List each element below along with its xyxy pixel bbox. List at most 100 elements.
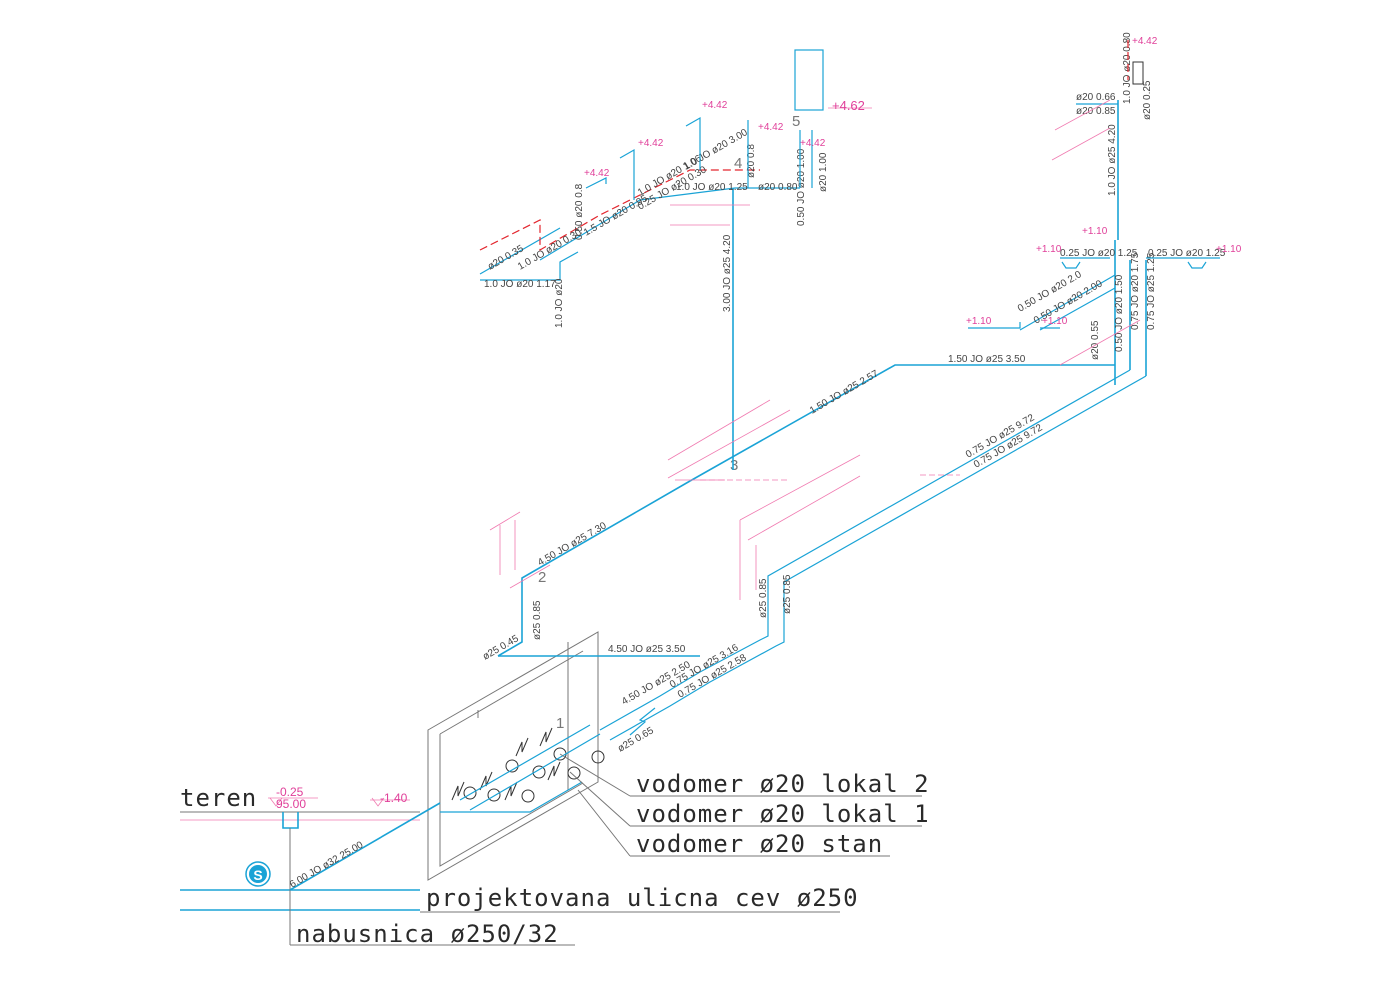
source-symbol-fill [249,865,267,883]
right-branch [1019,274,1116,331]
right-taps [968,322,1060,329]
pipe-parallel-2 [609,375,1147,741]
seg-025-085-c: ø25 0.85 [782,574,793,614]
seg-050-120: 0.50 JO ø20 1.00 [796,148,807,226]
leader-stan [577,789,631,857]
meter-valves [451,727,561,801]
meter-leaders: vodomer ø20 lokal 2 vodomer ø20 lokal 1 … [559,753,930,858]
elev-110-a: +1.10 [1036,244,1062,255]
seg-075-175: 0.75 JO ø20 1.75 [1130,252,1141,330]
pipe-to-3 [689,364,1115,482]
seg-020-066: ø20 0.66 [1076,92,1116,103]
seg-450-730: 4.50 JO ø25 7.30 [536,520,609,568]
left-fixtures: 1.0 JO ø20 1.17 ø20 0.35 1.0 JO ø20 1.0 … [479,49,872,328]
meter-outgoing [459,724,601,811]
seg-150-350: 1.50 JO ø25 3.50 [948,354,1026,365]
elev-110-e: +1.10 [1042,316,1068,327]
elev-442-a: +4.42 [584,168,610,179]
meter-lokal1-label: vodomer ø20 lokal 1 [636,800,930,828]
elevation-triangle [269,797,283,807]
elev-462: +4.62 [832,98,865,113]
basin-symbols [1061,261,1207,269]
leader-lokal1 [569,771,631,827]
seg-025-125a: 0.25 JO ø20 1.25 [1060,248,1138,259]
elev-442-d: +4.42 [758,122,784,133]
right-fixtures: 0.50 JO ø20 2.0 0.50 JO ø20 2.00 0.25 JO… [966,32,1242,331]
meter-symbol [463,786,477,800]
elev-442-c: +4.42 [702,100,728,111]
seg-150-257: 1.50 JO ø25 2.57 [808,368,881,416]
elev-442-b: +4.42 [638,138,664,149]
seg-10-117: 1.0 JO ø20 1.17 [484,279,556,290]
left-upper-pipes [479,187,800,281]
tapping-label: nabusnica ø250/32 [296,920,559,948]
meter-assembly [440,724,605,813]
seg-10-020: 1.0 JO ø20 [554,278,565,328]
shaft-outer [427,631,599,881]
meter-symbol [532,765,546,779]
terrain-label: teren [180,784,257,812]
ext-node3 [667,399,791,481]
node-4: 4 [734,155,742,172]
elev-110-d: +1.10 [966,316,992,327]
elev-110-c: +1.10 [1216,244,1242,255]
seg-025-125b: 0.25 JO ø20 1.25 [1148,248,1226,259]
elev-442-e: +4.42 [800,138,826,149]
seg-020-025: ø20 0.25 [1142,80,1153,120]
pipe-parallel-1 [599,369,1131,731]
meter-stan-label: vodomer ø20 stan [636,830,883,858]
ext-misc [670,99,1141,366]
seg-020-08: ø20 0.8 [746,144,757,178]
pipe-riser-2 [497,480,691,657]
shaft-inner-bottom [439,734,584,867]
meter-symbol [521,789,535,803]
seg-075-125: 0.75 JO ø25 1.25 [1146,252,1157,330]
node-1: 1 [556,715,564,732]
elev-110-b: +1.10 [1082,226,1108,237]
seg-10-420: 1.0 JO ø25 4.20 [1107,124,1118,196]
boiler [794,49,824,111]
seg-020-080a: ø20 0.80 [758,182,798,193]
seg-020-100: ø20 1.00 [818,152,829,192]
meter-shaft: 1 [427,631,605,881]
pipe-break [629,707,656,736]
meter-symbol [487,788,501,802]
seg-300-420: 3.00 JO ø25 4.20 [722,234,733,312]
seg-main: 6.00 JO ø32 25.00 [288,839,366,890]
seg-050-150: 0.50 JO ø20 1.50 [1114,274,1125,352]
meter-lokal2-label: vodomer ø20 lokal 2 [636,770,930,798]
extension-lines [489,99,1141,600]
left-fixture-risers [585,116,813,200]
node-3: 3 [730,457,738,474]
elevation-top: -0.25 [276,785,304,799]
ext-node2 [489,511,551,589]
seg-025-085-b: ø25 0.85 [758,578,769,618]
meter-symbol [567,766,581,780]
seg-020-055: ø20 0.55 [1090,320,1101,360]
seg-10-125: 1.0 JO ø20 1.25 [676,182,748,193]
elev-442-tr: +4.42 [1132,36,1158,47]
meter-manifold [440,781,583,813]
seg-025-045: ø25 0.45 [481,633,521,662]
source-symbol-letter: S [253,867,262,883]
street-pipe-label: projektovana ulicna cev ø250 [426,884,859,912]
seg-050-080: 0.50 ø20 0.8 [574,183,585,240]
supply-pipe [289,802,441,891]
shaft-elevation: -1.40 [380,791,408,805]
node-5: 5 [792,113,800,130]
elevation-bottom: 95.00 [276,797,306,811]
terrain-group: teren -0.25 95.00 -1.40 S nabusnica ø250… [180,784,859,948]
seg-025-085-a: ø25 0.85 [532,600,543,640]
ext-mid [739,454,861,600]
left-hot-pipes [479,169,760,252]
seg-450-350: 4.50 JO ø25 3.50 [608,644,686,655]
shaft-inner-top [439,650,584,735]
leader-lokal2 [559,753,631,797]
top-right-heater [1132,61,1144,85]
shaft-elevation-triangle [371,797,385,807]
node-2: 2 [538,569,546,586]
ext-dashed [700,474,960,481]
meter-symbol [591,750,605,764]
seg-020-085: ø20 0.85 [1076,106,1116,117]
